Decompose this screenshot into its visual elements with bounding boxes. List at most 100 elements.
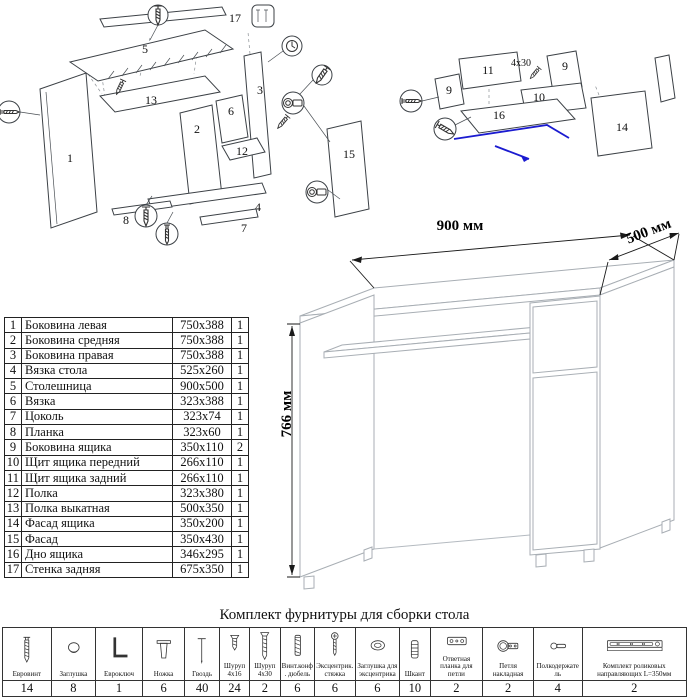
hardware-item-name: Шуруп 4x30 — [254, 662, 276, 679]
part-name: Вязка стола — [21, 362, 173, 380]
part-number: 5 — [4, 378, 22, 395]
hardware-item-qty: 24 — [218, 680, 251, 697]
part-size: 500x350 — [172, 500, 232, 517]
cap-icon — [53, 629, 95, 671]
hardware-item-cell: Евровинт — [2, 627, 52, 681]
pullout-shelf-board — [99, 75, 221, 113]
brace-board — [215, 94, 249, 144]
part-size: 900x500 — [172, 378, 232, 395]
hardware-item-qty: 6 — [354, 680, 401, 697]
right-side-board — [243, 51, 272, 179]
part-number: 1 — [4, 316, 22, 334]
main-exploded-view: 17 5 1 13 2 3 6 12 4 7 8 — [0, 4, 370, 246]
part-label-4: 4 — [255, 200, 261, 214]
hardware-item-cell: Ответная планка для петли — [429, 627, 484, 681]
hinge-detail-callout — [281, 91, 331, 143]
hardware-item-name: Эксцентрик. стяжка — [316, 662, 354, 679]
hardware-item-qty: 14 — [2, 680, 52, 697]
screw-detail-callout — [147, 4, 169, 41]
part-size: 323x74 — [172, 408, 232, 426]
part-name: Цоколь — [21, 408, 173, 426]
hardware-table: Евровинт Заглушка Евроключ Ножка Гвоздь Шуруп… — [2, 627, 688, 697]
part-number: 16 — [4, 546, 22, 563]
screw-long-icon — [251, 629, 278, 663]
part-qty: 1 — [231, 546, 249, 563]
cam-bolt-icon — [316, 629, 354, 663]
part-name: Стенка задняя — [21, 561, 173, 579]
part-size: 350x430 — [172, 531, 232, 548]
part-qty: 1 — [231, 393, 249, 410]
part-size: 750x388 — [172, 332, 232, 349]
part-qty: 1 — [231, 485, 249, 502]
hardware-item-name: Винт.конф. дюбель — [281, 662, 313, 679]
part-number: 8 — [4, 424, 22, 441]
hardware-item-cell: Гвоздь — [184, 627, 220, 681]
part-size: 323x388 — [172, 393, 232, 410]
hinge-icon — [484, 629, 532, 663]
part-label-12: 12 — [236, 144, 248, 158]
hardware-item-cell: Шкант — [399, 627, 431, 681]
hardware-item-qty: 1 — [95, 680, 143, 697]
part-label-9a: 9 — [562, 59, 568, 73]
slide-highlight-line — [453, 124, 570, 140]
assembled-desk-view: 900 мм 500 мм 766 мм — [279, 216, 680, 590]
part-name: Дно ящика — [21, 546, 173, 563]
hardware-item-name: Евровинт — [12, 670, 42, 679]
drawer-facade-board — [590, 90, 653, 157]
part-size: 750x388 — [172, 316, 232, 334]
part-number: 14 — [4, 515, 22, 533]
screw-icon — [221, 629, 248, 663]
part-qty: 1 — [231, 347, 249, 364]
part-size: 750x388 — [172, 347, 232, 364]
confirmat-detail-callout — [155, 211, 179, 246]
part-number: 17 — [4, 561, 22, 579]
confirmat-detail-callout — [399, 89, 440, 113]
desk-drawing — [299, 259, 675, 590]
hardware-item-name: Ножка — [153, 670, 174, 679]
hardware-item-name: Евроключ — [104, 670, 134, 679]
hardware-item-cell: Евроключ — [95, 627, 143, 681]
part-label-1: 1 — [67, 151, 73, 165]
hardware-item-qty: 6 — [141, 680, 186, 697]
hex-key-icon — [97, 629, 141, 671]
hardware-item-name: Гвоздь — [192, 670, 213, 679]
hardware-item-name: Заглушка для эксцентрика — [357, 662, 398, 679]
part-qty: 1 — [231, 332, 249, 349]
dowel-screw-icon — [282, 629, 313, 663]
hardware-item-name: Заглушка — [59, 670, 88, 679]
part-label-7: 7 — [241, 221, 247, 235]
hardware-item-qty: 2 — [249, 680, 281, 697]
part-name: Фасад ящика — [21, 515, 173, 533]
hardware-item-name: Комплект роликовых направляющих L=350мм — [597, 662, 672, 679]
desk-foot — [535, 553, 547, 568]
dimension-width-label: 900 мм — [437, 218, 484, 234]
desk-foot — [363, 546, 373, 562]
part-name: Боковина ящика — [21, 439, 173, 456]
part-number: 7 — [4, 408, 22, 426]
hardware-icons-row: Евровинт Заглушка Евроключ Ножка Гвоздь Шуруп… — [2, 627, 688, 681]
part-name: Боковина средняя — [21, 332, 173, 349]
hardware-item-qty: 8 — [50, 680, 97, 697]
part-qty: 1 — [231, 378, 249, 395]
screw-detail-callout — [433, 116, 472, 141]
part-size: 266x110 — [172, 454, 232, 471]
part-number: 6 — [4, 393, 22, 410]
part-qty: 1 — [231, 531, 249, 548]
part-number: 12 — [4, 485, 22, 502]
hardware-item-name: Шкант — [404, 670, 425, 679]
part-size: 350x200 — [172, 515, 232, 533]
hardware-item-qty: 6 — [279, 680, 316, 697]
width-dimension: 900 мм — [349, 218, 675, 289]
desk-foot — [303, 575, 315, 590]
part-name: Щит ящика задний — [21, 469, 173, 487]
part-qty: 1 — [231, 454, 249, 471]
screw-detail-callout — [299, 64, 333, 95]
part-number: 10 — [4, 454, 22, 471]
cam-cap-icon — [357, 629, 399, 663]
hardware-kit-title: Комплект фурнитуры для сборки стола — [219, 607, 470, 623]
